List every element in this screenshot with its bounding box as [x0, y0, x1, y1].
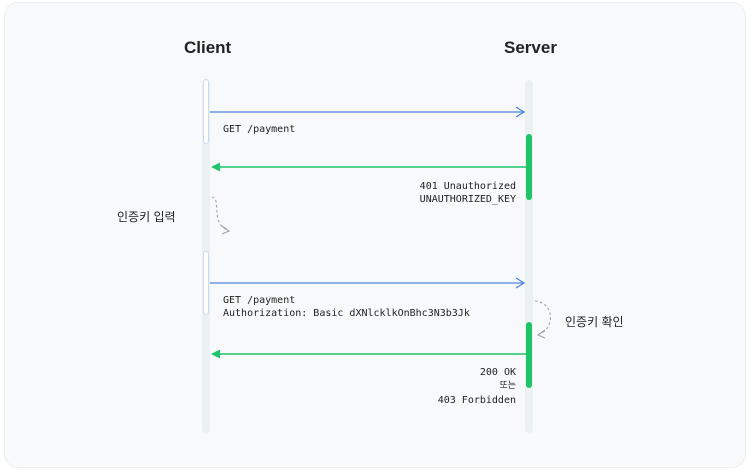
server-lifeline	[525, 80, 533, 433]
response-arrow-2	[211, 349, 526, 359]
message-3-line-2: Authorization: Basic dXNlcklkOnBhc3N3b3J…	[223, 308, 470, 319]
server-self-note: 인증키 확인	[565, 315, 624, 329]
server-self-loop	[534, 300, 552, 339]
client-activation-2	[203, 251, 209, 315]
message-2-line-2: UNAUTHORIZED_KEY	[419, 194, 516, 205]
message-2-line-1: 401 Unauthorized	[419, 181, 516, 192]
client-self-loop	[211, 196, 231, 235]
diagram-card	[4, 2, 746, 468]
client-activation-1	[203, 79, 209, 144]
server-activation-2	[526, 322, 532, 388]
message-4-line-1: 200 OK	[479, 367, 516, 378]
request-arrow-1	[210, 106, 526, 118]
message-3-line-1: GET /payment	[223, 295, 296, 306]
message-4-line-2: 또는	[499, 381, 516, 391]
response-arrow-1	[211, 162, 526, 172]
message-1-label: GET /payment	[223, 124, 296, 135]
client-self-note: 인증키 입력	[117, 210, 176, 224]
server-activation-1	[526, 134, 532, 200]
client-actor-label: Client	[184, 38, 232, 57]
message-4-line-3: 403 Forbidden	[437, 395, 516, 406]
server-actor-label: Server	[504, 38, 557, 57]
request-arrow-2	[210, 277, 526, 289]
